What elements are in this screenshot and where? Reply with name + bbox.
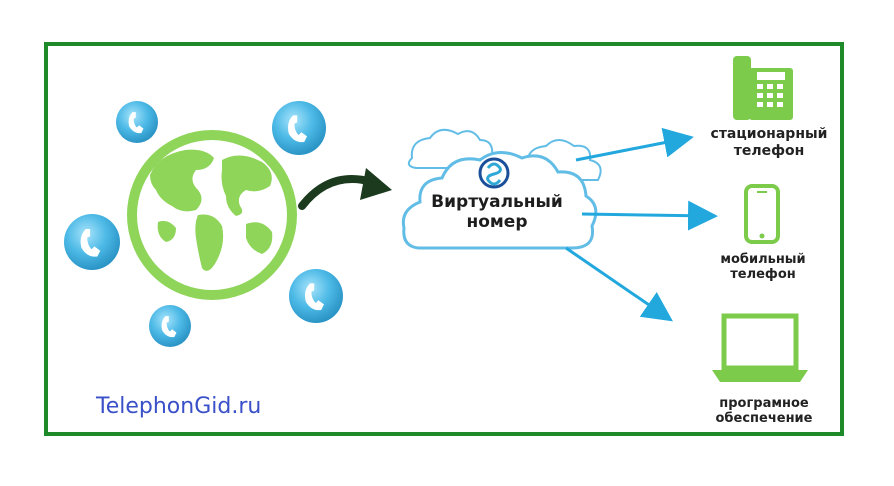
- phone-bubble-icon: [149, 305, 191, 347]
- diagram-frame: [44, 42, 844, 436]
- logo-icon: [478, 157, 510, 189]
- smartphone-icon: [744, 184, 780, 244]
- cloud-icon: [401, 128, 602, 250]
- phone-bubble-icon: [116, 101, 158, 143]
- landline-label: стационарный телефон: [694, 126, 844, 159]
- phone-bubble-icon: [289, 269, 343, 323]
- software-label-line1: програмное: [719, 396, 809, 411]
- mobile-label-line2: телефон: [730, 267, 796, 283]
- landline-label-line2: телефон: [733, 142, 805, 159]
- landline-label-line1: стационарный: [710, 126, 828, 142]
- mobile-label-line1: мобильный: [720, 252, 806, 267]
- arrow-to-landline: [575, 127, 694, 162]
- software-label: програмное обеспечение: [700, 396, 828, 427]
- cloud-label-line1: Виртуальный: [431, 192, 563, 212]
- arrow-to-mobile: [581, 200, 718, 231]
- laptop-icon: [712, 313, 808, 382]
- cloud-label-line2: номер: [466, 212, 528, 233]
- phone-bubble-icon: [64, 214, 120, 270]
- cloud-label: Виртуальный номер: [412, 192, 582, 233]
- desk-phone-icon: [733, 56, 793, 120]
- phone-bubble-icon: [272, 101, 326, 155]
- mobile-label: мобильный телефон: [698, 252, 828, 283]
- watermark: TelephonGid.ru: [96, 394, 262, 419]
- globe-icon: [127, 130, 297, 300]
- arrow-to-software: [565, 246, 673, 322]
- curved-arrow-icon: [298, 168, 392, 210]
- software-label-line2: обеспечение: [715, 411, 813, 427]
